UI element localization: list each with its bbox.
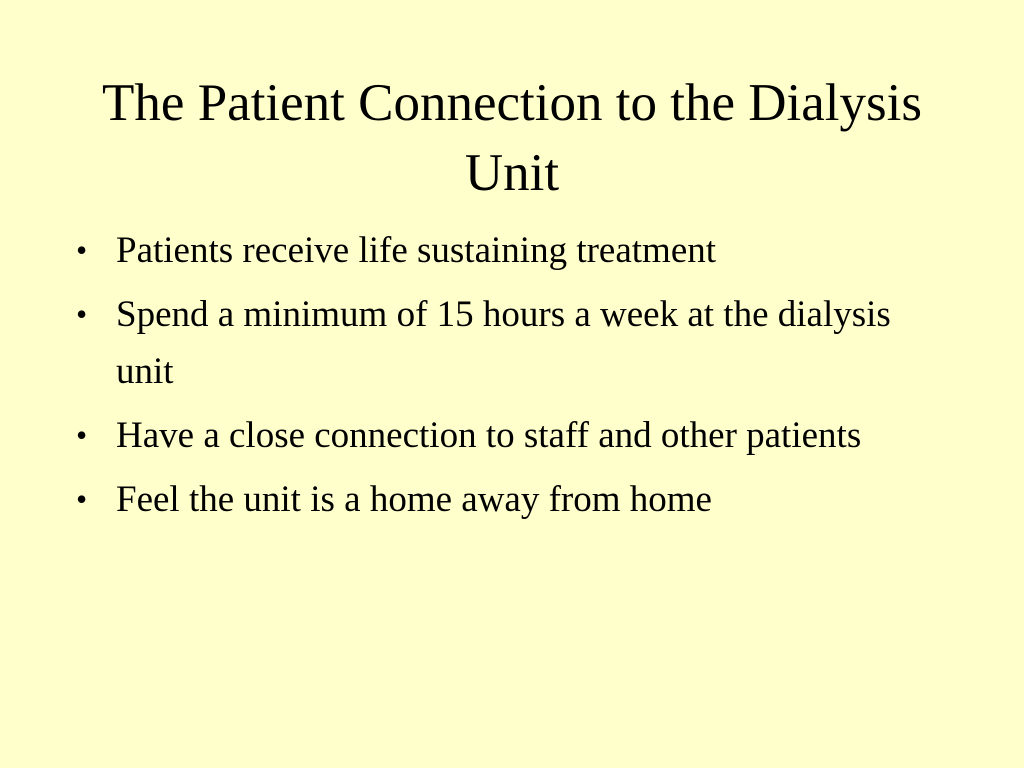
bullet-icon: • (76, 481, 88, 517)
bullet-list: • Patients receive life sustaining treat… (76, 222, 956, 535)
bullet-item: • Patients receive life sustaining treat… (76, 222, 956, 279)
bullet-item: • Spend a minimum of 15 hours a week at … (76, 286, 956, 400)
slide-title: The Patient Connection to the Dialysis U… (102, 74, 922, 202)
bullet-text: Have a close connection to staff and oth… (116, 415, 862, 456)
bullet-item: • Feel the unit is a home away from home (76, 471, 956, 528)
bullet-text: Feel the unit is a home away from home (116, 479, 712, 520)
bullet-icon: • (76, 232, 88, 268)
bullet-icon: • (76, 296, 88, 332)
bullet-text: Patients receive life sustaining treatme… (116, 230, 717, 271)
bullet-text: Spend a minimum of 15 hours a week at th… (116, 294, 891, 392)
bullet-icon: • (76, 417, 88, 453)
bullet-item: • Have a close connection to staff and o… (76, 407, 956, 464)
